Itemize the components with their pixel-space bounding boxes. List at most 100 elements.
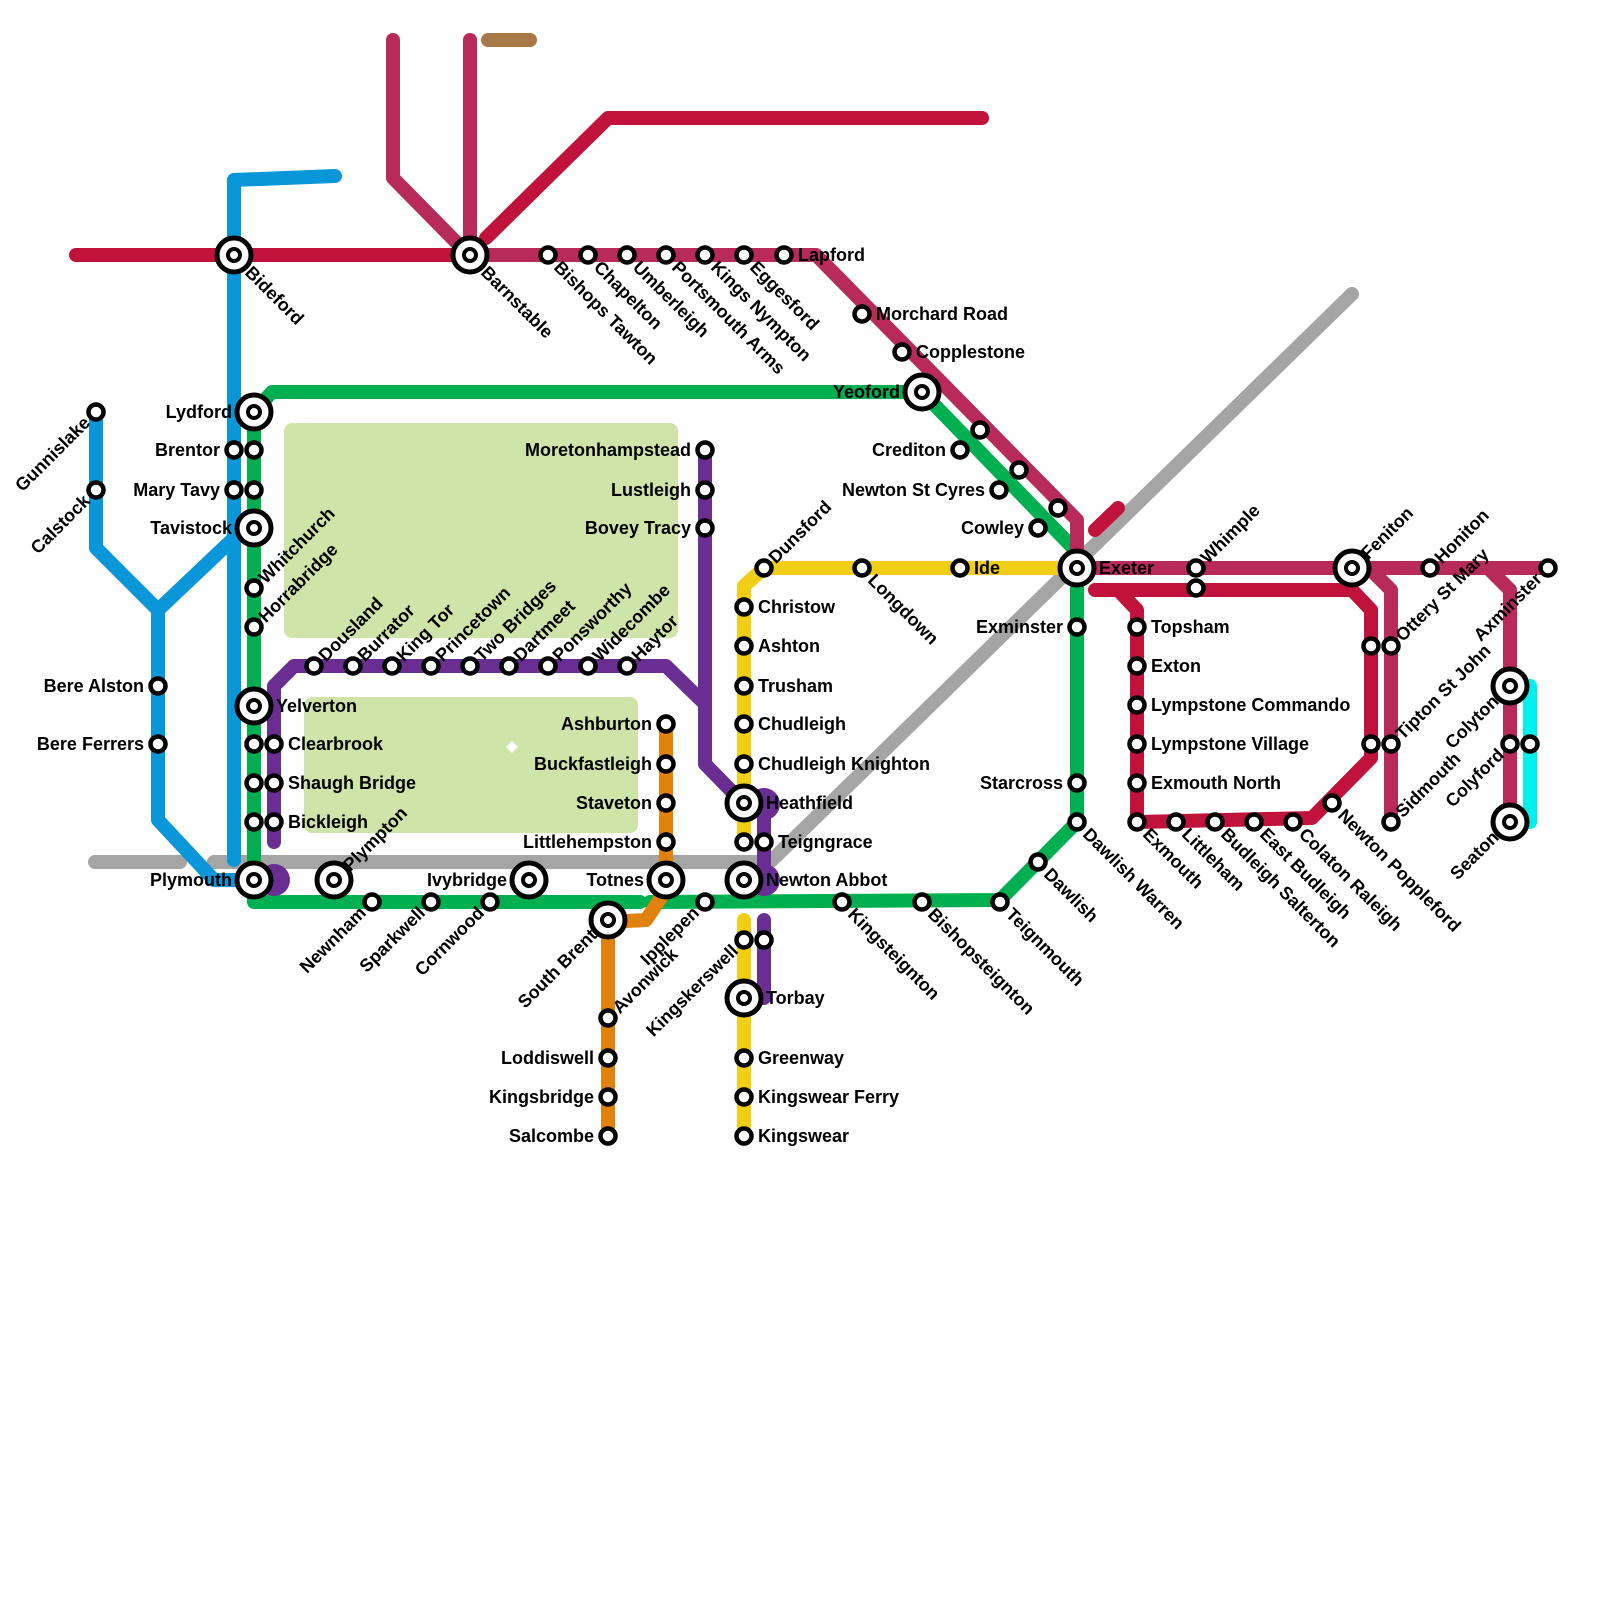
station-kingskerswell[interactable] xyxy=(734,930,774,950)
station-marker-icon[interactable] xyxy=(1381,636,1401,656)
station-teigngrace[interactable] xyxy=(734,832,774,852)
station-haytor[interactable] xyxy=(617,656,637,676)
platform-marker-icon[interactable] xyxy=(1009,460,1029,480)
station-marker-icon[interactable] xyxy=(912,892,932,912)
platform-marker-icon[interactable] xyxy=(244,480,264,500)
station-ashburton[interactable] xyxy=(656,714,676,734)
station-bideford[interactable] xyxy=(214,235,254,275)
station-gunnislake[interactable] xyxy=(86,402,106,422)
station-burrator[interactable] xyxy=(343,656,363,676)
station-yelverton[interactable] xyxy=(234,686,274,726)
station-bishops-tawton[interactable] xyxy=(538,245,558,265)
station-marker-icon[interactable] xyxy=(734,245,754,265)
station-newnham[interactable] xyxy=(362,892,382,912)
station-totnes[interactable] xyxy=(646,860,686,900)
station-marker-icon[interactable] xyxy=(224,480,244,500)
station-marker-icon[interactable] xyxy=(86,480,106,500)
platform-marker-icon[interactable] xyxy=(244,773,264,793)
station-starcross[interactable] xyxy=(1067,773,1087,793)
station-marker-icon[interactable] xyxy=(734,1048,754,1068)
station-marker-icon[interactable] xyxy=(538,245,558,265)
platform-marker-icon[interactable] xyxy=(1186,578,1206,598)
station-east-budleigh[interactable] xyxy=(1244,812,1264,832)
station-marker-icon[interactable] xyxy=(1067,773,1087,793)
station-marker-icon[interactable] xyxy=(1127,812,1147,832)
station-cornwood[interactable] xyxy=(480,892,500,912)
station-marker-icon[interactable] xyxy=(1067,812,1087,832)
station-exmouth[interactable] xyxy=(1127,812,1147,832)
station-marker-icon[interactable] xyxy=(832,892,852,912)
station-crediton[interactable] xyxy=(950,420,990,460)
station-princetown[interactable] xyxy=(421,656,441,676)
station-cowley[interactable] xyxy=(1028,498,1068,538)
station-exminster[interactable] xyxy=(1067,617,1087,637)
station-salcombe[interactable] xyxy=(598,1126,618,1146)
station-bishopsteignton[interactable] xyxy=(912,892,932,912)
station-marker-icon[interactable] xyxy=(656,754,676,774)
station-marker-icon[interactable] xyxy=(224,440,244,460)
station-marker-icon[interactable] xyxy=(617,245,637,265)
station-marker-icon[interactable] xyxy=(264,773,284,793)
station-marker-icon[interactable] xyxy=(656,793,676,813)
station-marker-icon[interactable] xyxy=(950,440,970,460)
station-marker-icon[interactable] xyxy=(1186,558,1206,578)
station-marker-icon[interactable] xyxy=(852,558,872,578)
station-lydford[interactable] xyxy=(234,392,274,432)
station-chudleigh-knighton[interactable] xyxy=(734,754,754,774)
station-widecombe[interactable] xyxy=(578,656,598,676)
station-barnstable[interactable] xyxy=(450,235,490,275)
station-marker-icon[interactable] xyxy=(1500,734,1520,754)
station-marker-icon[interactable] xyxy=(1166,812,1186,832)
station-marker-icon[interactable] xyxy=(499,656,519,676)
station-kingswear[interactable] xyxy=(734,1126,754,1146)
station-plymouth[interactable] xyxy=(234,860,274,900)
station-marker-icon[interactable] xyxy=(892,342,912,362)
station-littlehempston[interactable] xyxy=(656,832,676,852)
station-yeoford[interactable] xyxy=(902,372,942,412)
station-marker-icon[interactable] xyxy=(343,656,363,676)
station-marker-icon[interactable] xyxy=(538,656,558,676)
station-marker-icon[interactable] xyxy=(656,832,676,852)
station-marker-icon[interactable] xyxy=(421,892,441,912)
station-marker-icon[interactable] xyxy=(1127,734,1147,754)
station-ottery-st-mary[interactable] xyxy=(1361,636,1401,656)
station-moretonhampstead[interactable] xyxy=(695,440,715,460)
station-marker-icon[interactable] xyxy=(734,636,754,656)
station-marker-icon[interactable] xyxy=(598,1008,618,1028)
station-calstock[interactable] xyxy=(86,480,106,500)
station-kingsteignton[interactable] xyxy=(832,892,852,912)
station-marker-icon[interactable] xyxy=(990,892,1010,912)
station-marker-icon[interactable] xyxy=(695,518,715,538)
station-bere-alston[interactable] xyxy=(148,676,168,696)
station-marker-icon[interactable] xyxy=(734,754,754,774)
station-marker-icon[interactable] xyxy=(148,676,168,696)
station-marker-icon[interactable] xyxy=(382,656,402,676)
station-newton-st-cyres[interactable] xyxy=(989,460,1029,500)
station-marker-icon[interactable] xyxy=(148,734,168,754)
station-marker-icon[interactable] xyxy=(656,714,676,734)
station-axminster[interactable] xyxy=(1538,558,1558,578)
station-horrabridge[interactable] xyxy=(244,617,264,637)
station-heathfield[interactable] xyxy=(724,783,764,823)
station-marker-icon[interactable] xyxy=(734,676,754,696)
station-lustleigh[interactable] xyxy=(695,480,715,500)
platform-marker-icon[interactable] xyxy=(244,440,264,460)
station-marker-icon[interactable] xyxy=(244,578,264,598)
station-marker-icon[interactable] xyxy=(754,558,774,578)
station-marker-icon[interactable] xyxy=(1205,812,1225,832)
station-marker-icon[interactable] xyxy=(774,245,794,265)
station-lapford[interactable] xyxy=(774,245,794,265)
station-trusham[interactable] xyxy=(734,676,754,696)
station-marker-icon[interactable] xyxy=(695,480,715,500)
station-seaton[interactable] xyxy=(1490,802,1530,842)
station-dawlish-warren[interactable] xyxy=(1067,812,1087,832)
station-marker-icon[interactable] xyxy=(244,617,264,637)
platform-marker-icon[interactable] xyxy=(970,420,990,440)
station-king-tor[interactable] xyxy=(382,656,402,676)
station-lympstone-commando[interactable] xyxy=(1127,695,1147,715)
station-chudleigh[interactable] xyxy=(734,714,754,734)
station-kings-nympton[interactable] xyxy=(695,245,715,265)
station-marker-icon[interactable] xyxy=(734,1126,754,1146)
station-marker-icon[interactable] xyxy=(460,656,480,676)
station-plympton[interactable] xyxy=(314,860,354,900)
